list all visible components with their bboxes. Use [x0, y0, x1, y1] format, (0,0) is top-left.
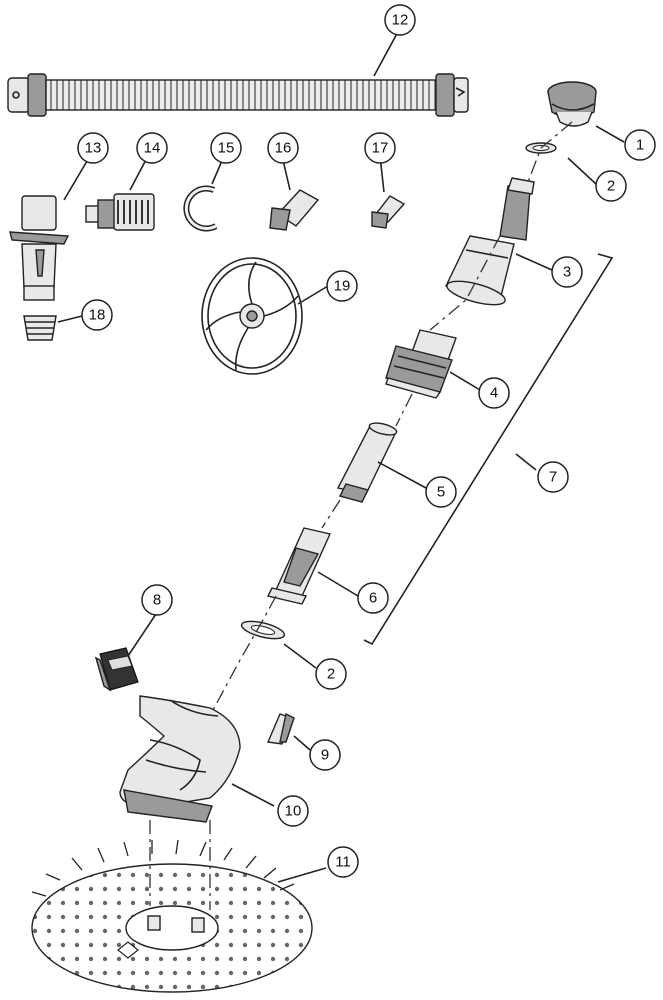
svg-text:14: 14: [144, 140, 161, 157]
callout-9: 9: [309, 739, 341, 771]
bracket-7: [363, 253, 614, 646]
callout-19: 19: [326, 270, 358, 302]
callout-2-lower: 2: [315, 658, 347, 690]
part-2-ring-lower: [240, 620, 286, 640]
svg-text:2: 2: [607, 178, 615, 195]
callout-5: 5: [425, 476, 457, 508]
part-4-connector: [385, 329, 457, 399]
callout-15: 15: [210, 132, 242, 164]
part-1-hose-connector: [547, 81, 597, 127]
svg-text:3: 3: [563, 264, 571, 281]
part-17-elbow-small: [371, 195, 406, 229]
callout-4: 4: [478, 377, 510, 409]
svg-text:11: 11: [335, 854, 351, 871]
svg-text:7: 7: [549, 469, 557, 486]
svg-text:4: 4: [490, 385, 498, 402]
svg-text:8: 8: [153, 592, 161, 609]
part-14-regulator: [85, 193, 155, 231]
part-15-c-clip: [183, 185, 218, 232]
svg-text:16: 16: [275, 140, 292, 157]
callout-18: 18: [81, 299, 113, 331]
callout-7: 7: [537, 461, 569, 493]
callout-13: 13: [77, 132, 109, 164]
svg-text:18: 18: [89, 307, 106, 324]
svg-text:6: 6: [369, 590, 377, 607]
part-8-weight: [94, 647, 139, 692]
callout-2-upper: 2: [595, 170, 627, 202]
svg-text:10: 10: [285, 803, 302, 820]
callout-10: 10: [277, 795, 309, 827]
part-2-ring-upper: [525, 142, 557, 154]
svg-text:17: 17: [372, 140, 389, 157]
part-11-disc: [31, 839, 313, 993]
part-3-cone-housing: [445, 177, 535, 306]
svg-text:1: 1: [636, 137, 644, 154]
svg-text:2: 2: [327, 666, 335, 683]
callout-6: 6: [357, 582, 389, 614]
part-19-deflector-wheel: [201, 257, 303, 375]
disc-alignment-lines: [149, 820, 211, 910]
part-5-tube: [336, 422, 398, 503]
assembly-centerline: [211, 121, 573, 713]
callout-17: 17: [364, 132, 396, 164]
part-18-cone: [23, 315, 57, 341]
callout-12: 12: [384, 4, 416, 36]
callout-14: 14: [136, 132, 168, 164]
svg-text:13: 13: [85, 140, 102, 157]
callout-1: 1: [624, 129, 656, 161]
callout-8: 8: [141, 584, 173, 616]
part-10-body: [119, 695, 241, 823]
callout-3: 3: [551, 256, 583, 288]
callout-16: 16: [267, 132, 299, 164]
svg-text:12: 12: [392, 12, 409, 29]
callout-11: 11: [327, 846, 359, 878]
svg-text:15: 15: [218, 140, 235, 157]
part-13-skimmer-adapter: [9, 195, 70, 301]
part-12-hose: [7, 73, 469, 117]
part-9-clip: [266, 712, 295, 745]
part-6-diaphragm: [266, 527, 331, 605]
callouts: 1 2 3 4 5 6 7 2 8 9 10 11 12 13 14: [77, 4, 656, 878]
svg-text:9: 9: [321, 747, 329, 764]
svg-text:19: 19: [334, 278, 351, 295]
svg-text:5: 5: [437, 484, 445, 501]
part-16-elbow-45: [269, 189, 320, 231]
